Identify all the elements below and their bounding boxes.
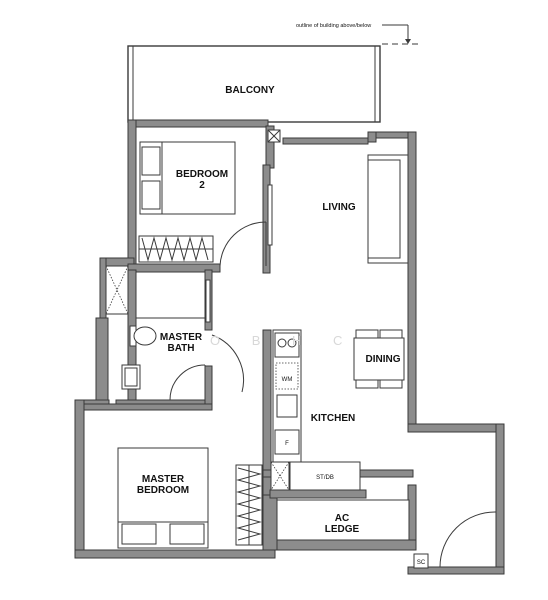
bedroom2-label-line2: 2 [199, 180, 205, 191]
service-cabinet-label: SC [417, 560, 426, 566]
fridge-label: F [285, 441, 289, 447]
kitchen-label: KITCHEN [311, 413, 355, 424]
washing-machine-label: WM [282, 377, 293, 383]
master-bath-label-line2: BATH [167, 343, 194, 354]
bedroom2-label-line1: BEDROOM [176, 169, 228, 180]
building-outline-annotation: outline of building above/below [296, 23, 420, 45]
living-label: LIVING [322, 202, 356, 213]
dining-table [353, 329, 405, 389]
master-bedroom-label-line2: BEDROOM [137, 485, 189, 496]
master-bedroom-label-line1: MASTER [142, 474, 185, 485]
living-sofa [367, 154, 409, 264]
bedroom2-furniture [138, 141, 267, 267]
ac-ledge-label-line1: AC [335, 513, 349, 524]
master-bath-fixtures [105, 265, 211, 401]
master-bath-label-line1: MASTER [160, 332, 203, 343]
kitchen-fixtures [272, 329, 302, 471]
store-db-label: ST/DB [316, 475, 334, 481]
annotation-text: outline of building above/below [296, 23, 371, 29]
master-bedroom-furniture [117, 447, 263, 549]
balcony-label: BALCONY [225, 85, 275, 96]
ac-ledge-label-line2: LEDGE [325, 524, 360, 535]
watermark: O B H C [210, 333, 356, 348]
dining-label: DINING [366, 354, 401, 365]
balcony-outline [127, 45, 381, 123]
